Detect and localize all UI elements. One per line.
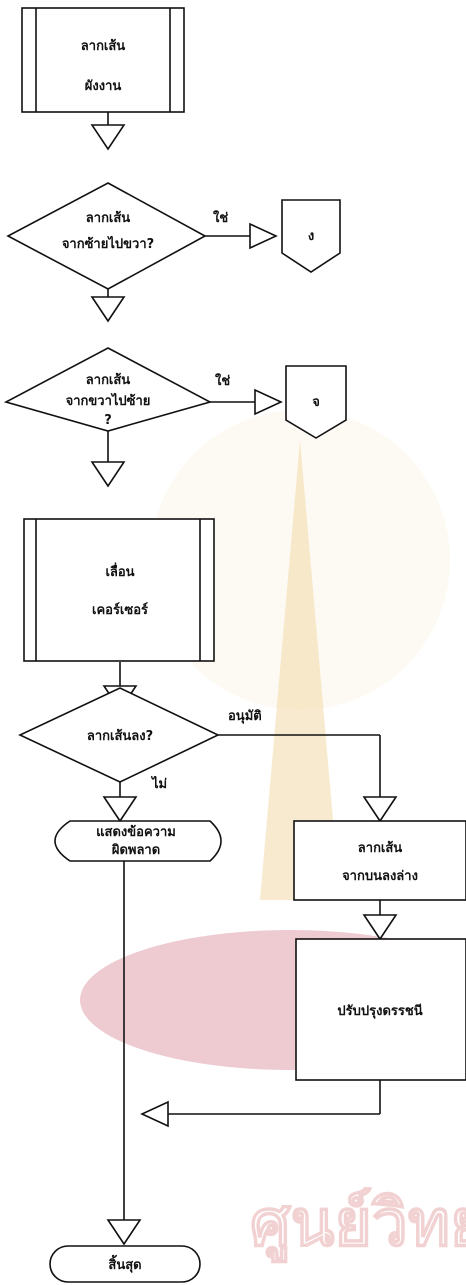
arrow-down-6 <box>362 796 398 823</box>
decision-left-to-right-line2: จากซ้ายไปขวา? <box>62 235 154 252</box>
process-top-to-bottom-line1: ลากเส้น <box>358 840 403 856</box>
connector-ng-label: ง <box>308 229 314 244</box>
arrow-left-merge <box>140 1100 169 1128</box>
decision-draw-down: ลากเส้นลง? อนุมัติ ไม่ <box>18 687 262 792</box>
process-update-index-line1: ปรับปรุงดรรชนี <box>337 1003 422 1019</box>
arrow-down-1 <box>90 124 126 151</box>
connector-jor: จ <box>285 365 347 439</box>
process-draw-chart-line2: ผังงาน <box>85 79 122 94</box>
decision-draw-down-approve: อนุมัติ <box>228 709 262 724</box>
display-error-line1: แสดงข้อความ <box>96 824 176 840</box>
terminal-end-label: สิ้นสุด <box>108 1254 141 1273</box>
connector-ng: ง <box>281 199 341 273</box>
decision-right-to-left-yes: ใช่ <box>215 372 230 389</box>
process-top-to-bottom: ลากเส้น จากบนลงล่าง <box>293 820 466 901</box>
display-error: แสดงข้อความ ผิดพลาด <box>54 820 222 862</box>
arrow-down-2 <box>90 296 126 323</box>
decision-left-to-right-yes: ใช่ <box>213 209 228 226</box>
arrow-right-connector-ng <box>249 222 278 250</box>
decision-right-to-left-line1: ลากเส้น <box>86 372 131 388</box>
decision-right-to-left: ลากเส้น จากขวาไปซ้าย ? ใช่ <box>3 347 230 432</box>
decision-right-to-left-line3: ? <box>104 413 112 428</box>
process-move-cursor-line2: เคอร์เซอร์ <box>92 602 148 618</box>
decision-left-to-right-line1: ลากเส้น <box>86 210 131 226</box>
process-draw-chart: ลากเส้น ผังงาน <box>21 7 185 113</box>
process-move-cursor-line1: เลื่อน <box>105 562 134 580</box>
arrowheads <box>90 124 398 1246</box>
arrow-down-5 <box>102 796 138 823</box>
process-top-to-bottom-line2: จากบนลงล่าง <box>342 869 418 884</box>
arrow-right-connector-jor <box>254 388 283 416</box>
arrow-down-7 <box>362 914 398 941</box>
connector-jor-label: จ <box>312 395 320 410</box>
process-update-index: ปรับปรุงดรรชนี <box>295 938 466 1081</box>
arrow-down-end <box>106 1219 142 1246</box>
flow-lines <box>107 112 381 1220</box>
decision-left-to-right: ลากเส้น จากซ้ายไปขวา? ใช่ <box>6 182 228 290</box>
decision-draw-down-line1: ลากเส้นลง? <box>87 728 153 744</box>
process-move-cursor: เลื่อน เคอร์เซอร์ <box>23 518 215 662</box>
decision-right-to-left-line2: จากขวาไปซ้าย <box>66 392 151 409</box>
decision-draw-down-no: ไม่ <box>150 775 167 792</box>
arrow-down-3 <box>90 461 126 488</box>
process-draw-chart-line1: ลากเส้น <box>81 38 126 54</box>
watermark-text: ศูนย์วิทยทรัพย <box>250 1187 466 1263</box>
display-error-line2: ผิดพลาด <box>111 843 160 858</box>
terminal-end: สิ้นสุด <box>49 1245 201 1283</box>
